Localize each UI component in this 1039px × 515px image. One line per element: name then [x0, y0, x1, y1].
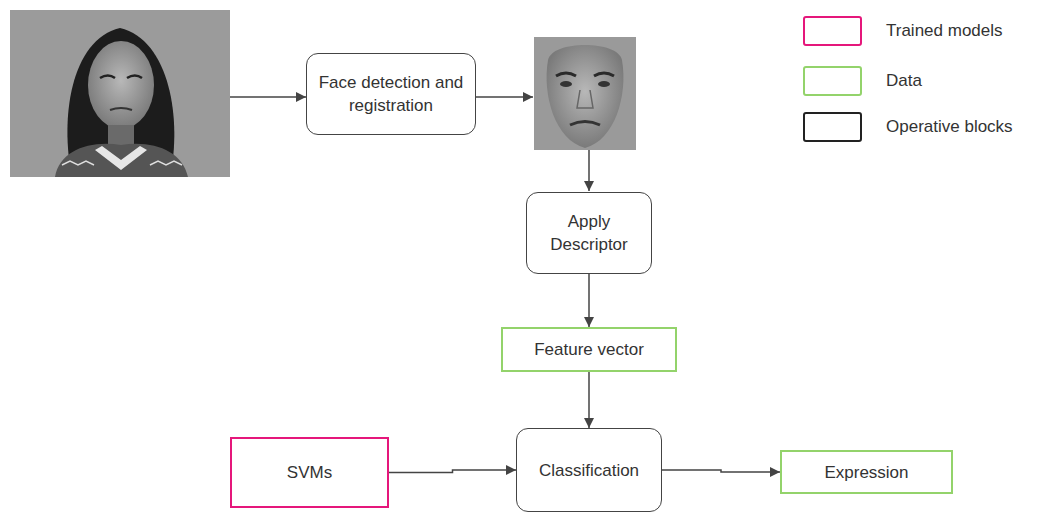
legend-swatch: [803, 16, 862, 46]
connector-arrow: [389, 470, 516, 473]
connector-arrow: [588, 274, 590, 327]
node-label: SVMs: [287, 461, 332, 484]
arrow: [230, 96, 306, 98]
legend-label: Operative blocks: [886, 117, 1013, 137]
arrow: [476, 96, 533, 98]
connector-arrow: [662, 470, 780, 472]
model-box: SVMs: [230, 437, 389, 508]
process-box: Face detection and registration: [306, 53, 476, 135]
legend-row: Data: [803, 65, 922, 97]
legend-label: Data: [886, 71, 922, 91]
legend-row: Trained models: [803, 15, 1003, 47]
node-label: Face detection and registration: [317, 71, 465, 117]
node-label: Apply Descriptor: [537, 210, 641, 256]
face-crop: [534, 37, 636, 150]
arrow: [588, 150, 590, 191]
process-box: Apply Descriptor: [526, 192, 652, 274]
node-label: Expression: [824, 461, 908, 484]
data-box: Expression: [780, 450, 953, 494]
data-box: Feature vector: [501, 327, 677, 372]
node-label: Feature vector: [534, 338, 644, 361]
legend-swatch: [803, 112, 862, 142]
face-photo: [10, 10, 230, 177]
process-box: Classification: [516, 428, 662, 512]
legend-swatch: [803, 66, 862, 96]
node-label: Classification: [539, 459, 639, 482]
connector-arrow: [588, 372, 590, 428]
legend-row: Operative blocks: [803, 111, 1013, 143]
legend-label: Trained models: [886, 21, 1003, 41]
